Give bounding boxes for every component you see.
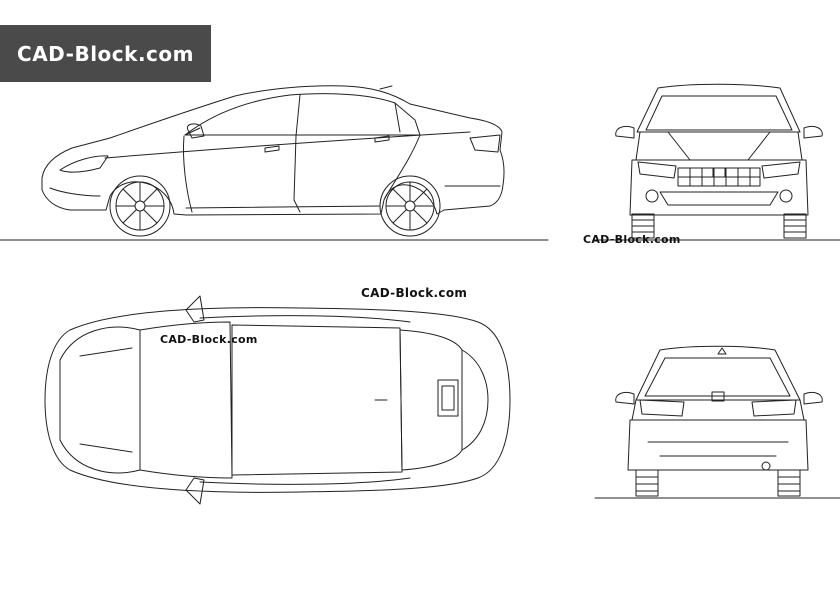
front-windshield — [646, 96, 792, 130]
top-trunk-emblem — [438, 380, 458, 416]
rear-taillight-right — [752, 400, 796, 416]
front-hood-crease-left — [668, 132, 690, 160]
top-side-left — [200, 316, 410, 322]
site-logo-text: CAD-Block.com — [17, 41, 194, 66]
rear-bumper-lines — [648, 442, 788, 456]
side-antenna — [380, 86, 392, 89]
rear-emblem — [712, 392, 724, 401]
rear-view — [595, 346, 840, 498]
top-roof — [232, 325, 402, 475]
front-view-watermark: CAD-Block.com — [583, 233, 681, 246]
side-rear-handle — [375, 136, 389, 142]
rear-roof — [636, 346, 800, 400]
rear-brake-marker — [718, 348, 726, 354]
top-windshield — [140, 322, 232, 478]
rear-exhaust — [762, 462, 770, 470]
top-hood-crease — [80, 348, 132, 452]
top-view-watermark: CAD-Block.com — [160, 333, 258, 346]
rear-body — [628, 420, 808, 470]
rear-tire-right — [778, 470, 800, 496]
front-lower-intake — [660, 192, 778, 205]
rear-trunk — [632, 400, 804, 420]
side-b-pillar — [296, 95, 300, 136]
top-side-right — [200, 478, 410, 484]
front-tire-tread — [632, 220, 806, 232]
top-rear-window — [400, 330, 462, 470]
side-front-wheel — [110, 176, 170, 236]
front-headlight-left — [638, 162, 676, 178]
side-rear-door-edge — [385, 135, 420, 198]
top-mirror-left — [186, 296, 204, 322]
site-logo-badge: CAD-Block.com — [0, 25, 211, 82]
side-taillight — [470, 135, 500, 152]
rear-mirror-right — [804, 392, 822, 404]
top-mirror-right — [186, 478, 204, 504]
side-front-handle — [265, 146, 279, 152]
side-headlight — [60, 156, 108, 172]
side-a-pillar — [185, 128, 200, 135]
front-emblem — [713, 168, 725, 177]
side-mirror — [187, 124, 204, 138]
side-rear-door — [294, 136, 300, 212]
rear-tire-left — [636, 470, 658, 496]
rear-mirror-left — [616, 392, 634, 404]
rear-tire-tread — [636, 477, 800, 491]
side-rear-wheel — [380, 176, 440, 236]
rear-taillight-left — [640, 400, 684, 416]
top-view — [45, 296, 510, 504]
rear-window — [645, 358, 790, 396]
side-sill-line — [186, 206, 380, 208]
front-roof — [637, 84, 800, 132]
front-foglight-left — [646, 190, 658, 202]
side-window-frame — [185, 94, 420, 135]
front-foglight-right — [780, 190, 792, 202]
front-view — [595, 84, 840, 240]
front-hood-crease-right — [748, 132, 770, 160]
side-shoulder-line — [105, 132, 470, 158]
top-trunk — [462, 350, 488, 450]
side-front-door — [183, 136, 192, 212]
side-front-bumper — [50, 188, 100, 196]
side-c-pillar — [395, 103, 400, 132]
top-view-label-watermark: CAD-Block.com — [361, 286, 468, 300]
front-mirror-right — [804, 126, 822, 138]
top-body-outline — [45, 308, 510, 493]
side-view — [0, 86, 548, 240]
front-hood — [636, 132, 802, 160]
front-headlight-right — [762, 162, 800, 178]
front-body — [630, 160, 808, 215]
front-mirror-left — [616, 126, 634, 138]
